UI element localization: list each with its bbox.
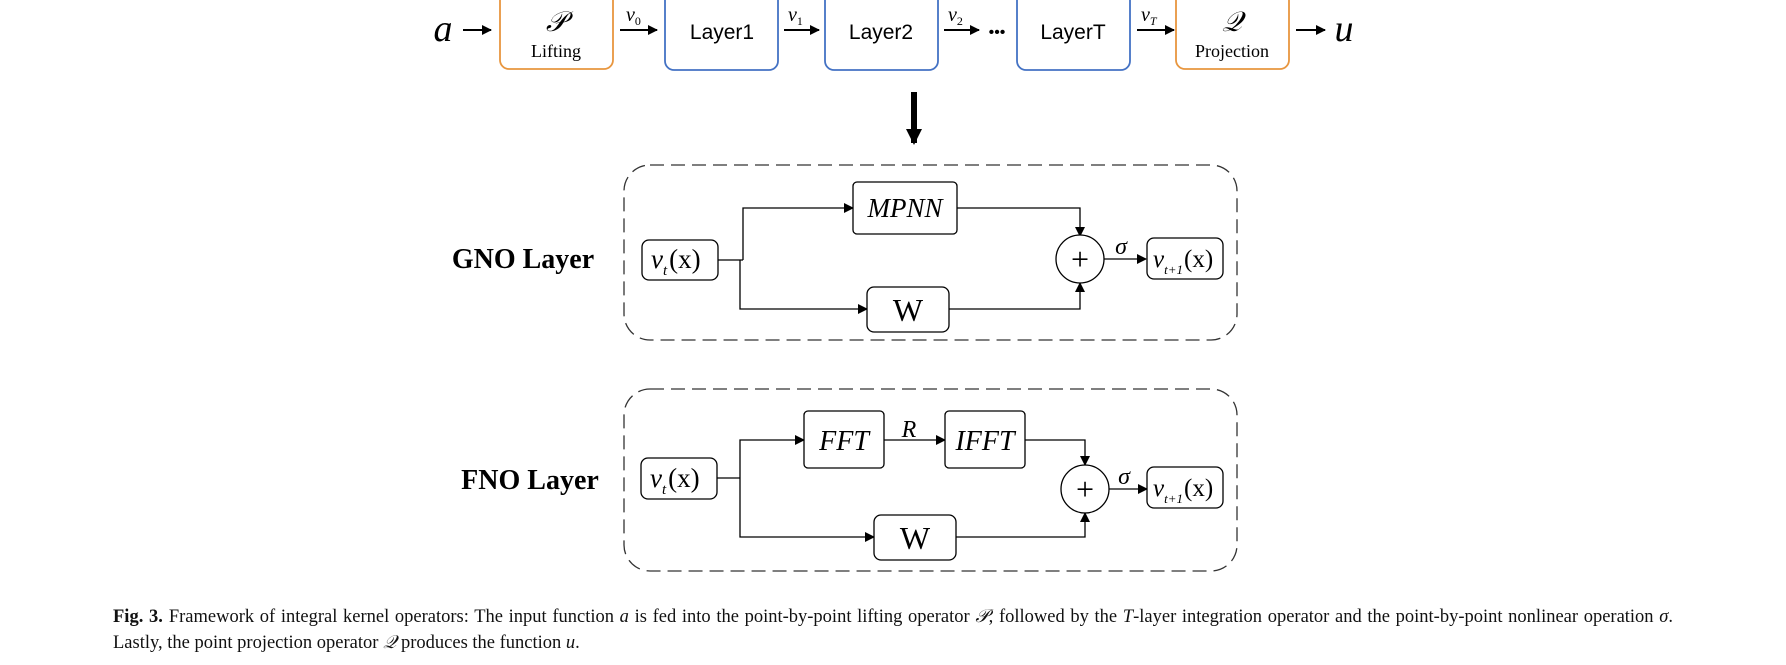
gno-activation: σ <box>1115 234 1128 260</box>
caption-segment: -layer integration operator and the poin… <box>1133 607 1660 627</box>
caption-math: u <box>565 633 576 653</box>
gno-w-label: W <box>893 292 924 328</box>
gno-wire-mpnn-to-sum <box>957 207 1085 237</box>
fno-w-label: W <box>900 520 931 556</box>
gno-title: GNO Layer <box>452 244 594 275</box>
gno-output-box <box>1146 237 1224 280</box>
caption-segment: . <box>575 633 580 653</box>
gno-wire-to-mpnn <box>742 203 854 260</box>
caption-label: Fig. 3. <box>113 607 163 627</box>
fno-output-box <box>1146 466 1224 509</box>
caption-segment: Framework of integral kernel operators: … <box>168 607 620 627</box>
ellipsis: ••• <box>989 24 1006 41</box>
projection-symbol: 𝒬 <box>1222 7 1246 38</box>
edge-vT: vT <box>1141 4 1158 28</box>
layerT-box <box>1016 0 1131 71</box>
layer1-label: Layer1 <box>690 21 754 44</box>
gno-dashed-frame <box>623 164 1238 341</box>
fno-input-label: vt(x) <box>650 463 700 498</box>
caption-segment: , followed by the <box>988 607 1123 627</box>
input-a: a <box>434 8 453 50</box>
projection-label: Projection <box>1195 41 1269 61</box>
fno-wire-to-w <box>739 478 875 542</box>
caption-math: 𝒬 <box>383 633 397 653</box>
figure-caption: Fig. 3.Framework of integral kernel oper… <box>113 604 1673 656</box>
caption-segment: . Lastly, the point projection operator <box>113 607 1673 653</box>
gno-input-label: vt(x) <box>651 244 701 279</box>
layerT-label: LayerT <box>1040 21 1106 44</box>
caption-segment: produces the function <box>396 633 566 653</box>
kernel-operator-diagram: a 𝒫 Lifting v0 Layer1 v1 Layer2 v2 ••• L… <box>434 0 1354 572</box>
layer2-box <box>824 0 939 71</box>
gno-wire-w-to-sum <box>949 282 1085 310</box>
gno-wire-to-w <box>739 260 868 314</box>
fno-fft-label: FFT <box>818 426 871 457</box>
fno-layer: FNO Layer vt(x) FFT R IFFT W + σ vt+1(x) <box>461 388 1238 572</box>
layer1-box <box>664 0 779 71</box>
caption-math: a <box>619 607 629 627</box>
layer2-label: Layer2 <box>849 21 913 44</box>
fno-wire-ifft-to-sum <box>1025 439 1090 466</box>
fno-r-label: R <box>901 417 917 443</box>
fno-output-label: vt+1(x) <box>1153 475 1213 506</box>
projection-box <box>1175 0 1290 70</box>
fno-ifft-label: IFFT <box>954 426 1017 457</box>
fno-wire-to-fft <box>739 435 805 478</box>
fno-dashed-frame <box>623 388 1238 572</box>
lifting-box <box>499 0 614 70</box>
caption-segment: is fed into the point-by-point lifting o… <box>628 607 976 627</box>
fno-sum-label: + <box>1076 471 1094 507</box>
gno-layer: GNO Layer vt(x) MPNN W + σ vt+1(x) <box>452 164 1238 341</box>
gno-sum-label: + <box>1071 241 1089 277</box>
caption-math: 𝒫 <box>975 607 989 627</box>
top-pipeline: a 𝒫 Lifting v0 Layer1 v1 Layer2 v2 ••• L… <box>434 0 1354 145</box>
caption-text: Framework of integral kernel operators: … <box>113 607 1673 653</box>
output-u: u <box>1335 8 1354 50</box>
lifting-label: Lifting <box>531 41 581 61</box>
fno-activation: σ <box>1118 464 1131 490</box>
gno-output-label: vt+1(x) <box>1153 246 1213 277</box>
fno-wire-w-to-sum <box>956 512 1090 538</box>
edge-v1: v1 <box>788 4 803 28</box>
edge-v2: v2 <box>948 4 963 28</box>
caption-math: T <box>1122 607 1134 627</box>
fno-title: FNO Layer <box>461 465 599 496</box>
caption-math: σ <box>1659 607 1669 627</box>
edge-v0: v0 <box>626 4 641 28</box>
gno-mpnn-label: MPNN <box>866 193 944 223</box>
